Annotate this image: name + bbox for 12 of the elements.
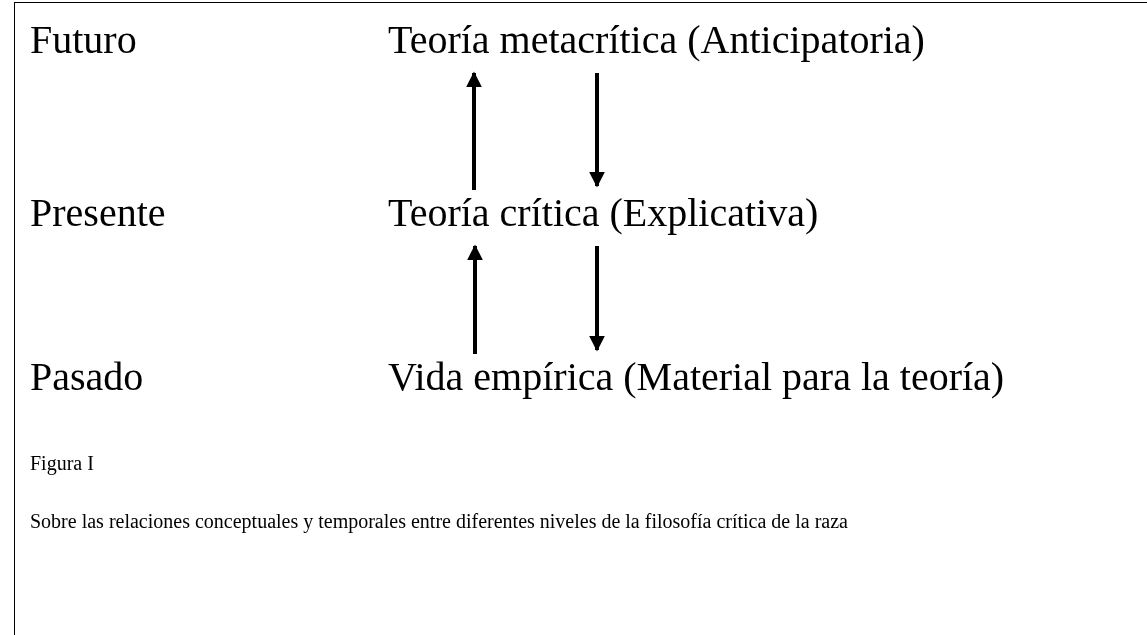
figure-number: Figura I (30, 451, 94, 477)
arrow (589, 246, 605, 352)
arrow (467, 244, 483, 354)
concept-text: Vida empírica (Material para la teoría) (388, 352, 1005, 402)
time-label: Futuro (30, 16, 137, 64)
arrow (466, 71, 482, 190)
arrow (589, 73, 605, 188)
time-label: Presente (30, 189, 166, 237)
figure-caption: Sobre las relaciones conceptuales y temporales entre diferentes niveles de la filosofía crítica de la raza (30, 509, 849, 535)
concept-text: Teoría crítica (Explicativa) (388, 188, 819, 238)
concept-text: Teoría metacrítica (Anticipatoria) (388, 15, 925, 65)
time-label: Pasado (30, 353, 144, 401)
